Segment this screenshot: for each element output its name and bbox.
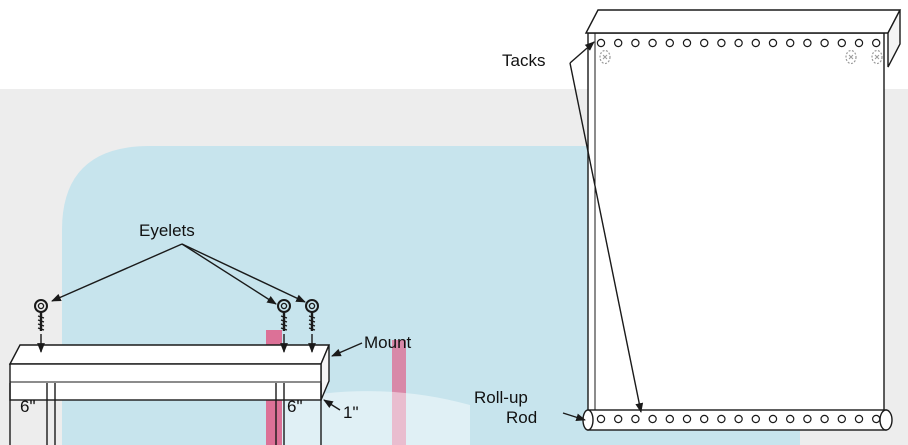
eyelet-hole-icon xyxy=(717,38,726,48)
eyelet-hole-icon xyxy=(734,38,743,48)
eyelet-hole-icon xyxy=(717,414,726,424)
eyelet-hole-icon xyxy=(872,414,881,424)
eyelet-hole-icon xyxy=(734,414,743,424)
header-board xyxy=(584,9,902,68)
six-inch-right-label: 6" xyxy=(287,397,303,416)
eyelet-hole-icon xyxy=(665,38,675,48)
insertion-arrows xyxy=(37,334,316,353)
eyelet-hole-icon xyxy=(854,38,864,48)
tacks-label: Tacks xyxy=(502,51,545,70)
eyelet-hole-icon xyxy=(631,38,640,48)
eyelet-hole-icon xyxy=(768,414,778,424)
eyelet-hole-icon xyxy=(700,414,709,424)
bottom-eyelet-row xyxy=(596,414,881,424)
eyelets-leader-lines xyxy=(51,243,306,305)
eyelets-label: Eyelets xyxy=(139,221,195,240)
eyelet-hole-icon xyxy=(837,38,847,48)
rollup-leader-line xyxy=(562,412,586,422)
eyelet-hole-icon xyxy=(803,414,812,424)
tacks-leader-lines xyxy=(569,41,644,413)
eyelet-hole-icon xyxy=(786,38,795,48)
one-inch-leader-line xyxy=(323,399,341,411)
eyelet-hole-icon xyxy=(596,38,606,48)
eyelet-hole-icon xyxy=(648,414,657,424)
eyelet-hole-icon xyxy=(786,414,795,424)
eyelet-hole-icon xyxy=(820,414,829,424)
six-inch-left-label: 6" xyxy=(20,397,36,416)
eyelet-hole-icon xyxy=(614,38,623,48)
eyelet-hole-icon xyxy=(803,38,812,48)
eyelet-hole-icon xyxy=(751,414,761,424)
one-inch-label: 1" xyxy=(343,403,359,422)
rollup-label-line2: Rod xyxy=(506,408,537,427)
eyelet-hole-icon xyxy=(631,414,640,424)
top-eyelet-row xyxy=(596,38,881,48)
eyelet-hole-icon xyxy=(682,414,692,424)
mount-board xyxy=(8,344,331,445)
eyelet-hole-icon xyxy=(854,414,864,424)
eyelet-hole-icon xyxy=(648,38,657,48)
eyelet-hole-icon xyxy=(837,414,847,424)
eyelet-hole-icon xyxy=(768,38,778,48)
eyelet-hole-icon xyxy=(682,38,692,48)
eyelet-hole-icon xyxy=(665,414,675,424)
shade-panel xyxy=(587,32,885,429)
eyelet-hole-icon xyxy=(700,38,709,48)
eyelet-hole-icon xyxy=(872,38,881,48)
mount-leader-line xyxy=(331,342,363,357)
eyelet-hole-icon xyxy=(751,38,761,48)
rollup-label-line1: Roll-up xyxy=(474,388,528,407)
mount-label: Mount xyxy=(364,333,412,352)
eyelet-hole-icon xyxy=(614,414,623,424)
eyelet-hole-icon xyxy=(596,414,606,424)
eyelet-hole-icon xyxy=(820,38,829,48)
